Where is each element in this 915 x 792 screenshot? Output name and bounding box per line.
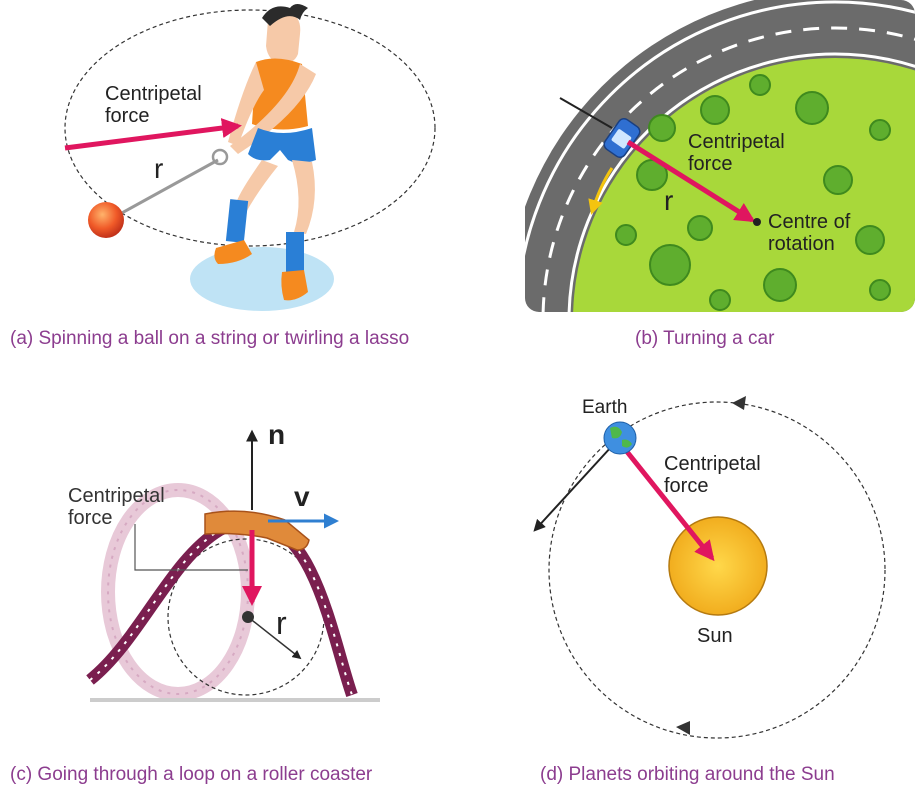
label-force-line1: Centripetal bbox=[68, 485, 165, 507]
caption-b: (b) Turning a car bbox=[635, 328, 775, 349]
panel-a: Centripetal force r (a) Spinning a ball … bbox=[10, 4, 436, 349]
orbit-direction-top bbox=[732, 396, 746, 410]
label-radius: r bbox=[154, 153, 163, 184]
orbit-direction-bottom bbox=[676, 721, 690, 735]
label-sun: Sun bbox=[697, 625, 733, 647]
centripetal-force-arrow bbox=[64, 118, 242, 151]
label-force-line2: force bbox=[688, 153, 732, 175]
tangent-line bbox=[559, 97, 613, 129]
label-force-line1: Centripetal bbox=[105, 83, 202, 105]
tangent-velocity-arrow bbox=[533, 445, 613, 532]
lane-markings bbox=[541, 26, 915, 312]
caption-d: (d) Planets orbiting around the Sun bbox=[540, 764, 835, 785]
shadow-ellipse bbox=[190, 247, 334, 311]
label-radius: r bbox=[276, 605, 287, 641]
ball bbox=[88, 202, 124, 238]
label-normal: n bbox=[268, 419, 285, 450]
label-earth: Earth bbox=[582, 397, 627, 418]
centripetal-force-arrow bbox=[626, 139, 756, 223]
caption-a: (a) Spinning a ball on a string or twirl… bbox=[10, 328, 409, 349]
radius-line bbox=[247, 616, 302, 660]
string-handle bbox=[211, 148, 229, 166]
athlete-figure bbox=[214, 4, 316, 301]
centre-point bbox=[753, 218, 761, 226]
centripetal-force-arrow bbox=[622, 446, 715, 562]
label-force-line2: force bbox=[68, 507, 112, 529]
motion-arrow bbox=[588, 167, 614, 215]
sun bbox=[668, 516, 768, 616]
label-force-line2: force bbox=[664, 475, 708, 497]
panel-d: Earth Centripetal force Sun (d) Planets … bbox=[533, 396, 886, 785]
label-centre-line2: rotation bbox=[768, 233, 835, 255]
label-radius: r bbox=[664, 185, 673, 216]
earth bbox=[603, 421, 637, 455]
label-force-line2: force bbox=[105, 105, 149, 127]
rotation-path bbox=[64, 9, 436, 247]
string bbox=[119, 158, 219, 216]
coaster-cart bbox=[204, 510, 310, 551]
panel-c: n v Centripetal force r (c) Going throug… bbox=[10, 419, 380, 785]
panel-b: Centripetal force r Centre of rotation bbox=[525, 0, 915, 312]
label-force-line1: Centripetal bbox=[688, 131, 785, 153]
orbit-path bbox=[548, 401, 886, 739]
label-centre-line1: Centre of bbox=[768, 211, 851, 233]
label-force-line1: Centripetal bbox=[664, 453, 761, 475]
force-label-leader bbox=[134, 524, 248, 571]
caption-c: (c) Going through a loop on a roller coa… bbox=[10, 764, 373, 785]
label-velocity: v bbox=[294, 481, 310, 512]
bushes bbox=[615, 74, 891, 311]
car bbox=[603, 117, 641, 159]
